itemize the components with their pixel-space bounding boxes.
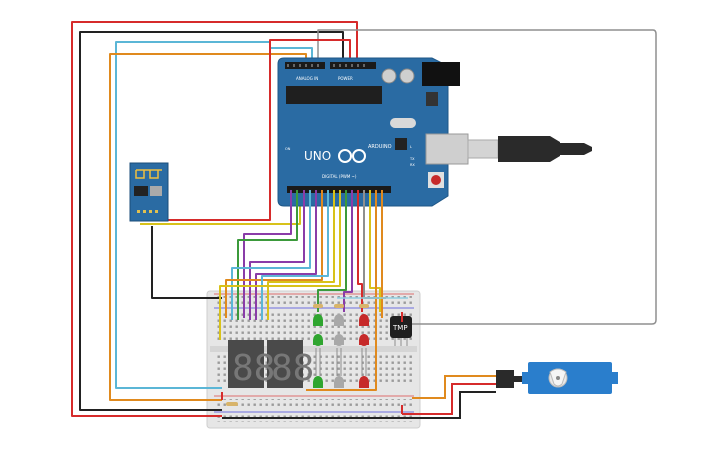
seven-segment-left bbox=[228, 340, 264, 388]
seven-segment-right bbox=[267, 340, 303, 388]
led-green-top bbox=[313, 314, 323, 326]
label-l: L bbox=[410, 145, 412, 149]
seven-segment-left-digits: 88 bbox=[232, 348, 275, 389]
temp-sensor-label: TMP bbox=[392, 324, 408, 332]
led-gray-bottom bbox=[334, 376, 344, 388]
servo-body bbox=[496, 362, 618, 394]
resistors bbox=[226, 304, 369, 406]
seven-segment-right-digits: 88 bbox=[271, 348, 314, 389]
servo-motor bbox=[222, 375, 496, 419]
label-rx: RX bbox=[410, 163, 415, 167]
seven-segment-displays: 88 88 bbox=[228, 340, 314, 389]
led-gray-top bbox=[334, 314, 344, 326]
usb-cable bbox=[467, 136, 592, 162]
label-on: ON bbox=[285, 147, 291, 151]
temperature-sensor: TMP bbox=[390, 316, 412, 346]
wire-gray-outer bbox=[317, 29, 657, 325]
led-red-bottom bbox=[359, 376, 369, 388]
arduino-logo bbox=[338, 149, 366, 163]
wires-digital bbox=[219, 190, 408, 391]
wire-red-jumpers bbox=[221, 312, 403, 414]
arduino-uno: ANALOG IN POWER UNO ARDUINO DIGITAL (PWM… bbox=[277, 57, 469, 207]
led-red-mid bbox=[359, 334, 369, 346]
wire-red-outer bbox=[71, 21, 358, 417]
label-tx: TX bbox=[409, 157, 415, 161]
label-uno: UNO bbox=[304, 149, 331, 163]
label-analog-in: ANALOG IN bbox=[296, 76, 318, 81]
microcontroller-chip bbox=[286, 86, 382, 104]
power-jack bbox=[422, 62, 460, 86]
led-green-mid bbox=[313, 334, 323, 346]
led-green-bottom bbox=[313, 376, 323, 388]
led-gray-mid bbox=[334, 334, 344, 346]
wire-black-outer bbox=[79, 31, 344, 411]
wifi-module-esp8266 bbox=[129, 162, 169, 222]
led-array bbox=[226, 304, 369, 406]
label-arduino: ARDUINO bbox=[368, 144, 392, 150]
wire-black-wifi bbox=[151, 226, 222, 299]
label-digital: DIGITAL (PWM ~) bbox=[322, 174, 357, 179]
wires-outer bbox=[71, 21, 657, 417]
led-red-top bbox=[359, 314, 369, 326]
reset-button[interactable] bbox=[431, 175, 441, 185]
usb-port bbox=[425, 133, 469, 165]
label-power: POWER bbox=[338, 76, 353, 81]
wire-red-inner bbox=[166, 39, 351, 221]
